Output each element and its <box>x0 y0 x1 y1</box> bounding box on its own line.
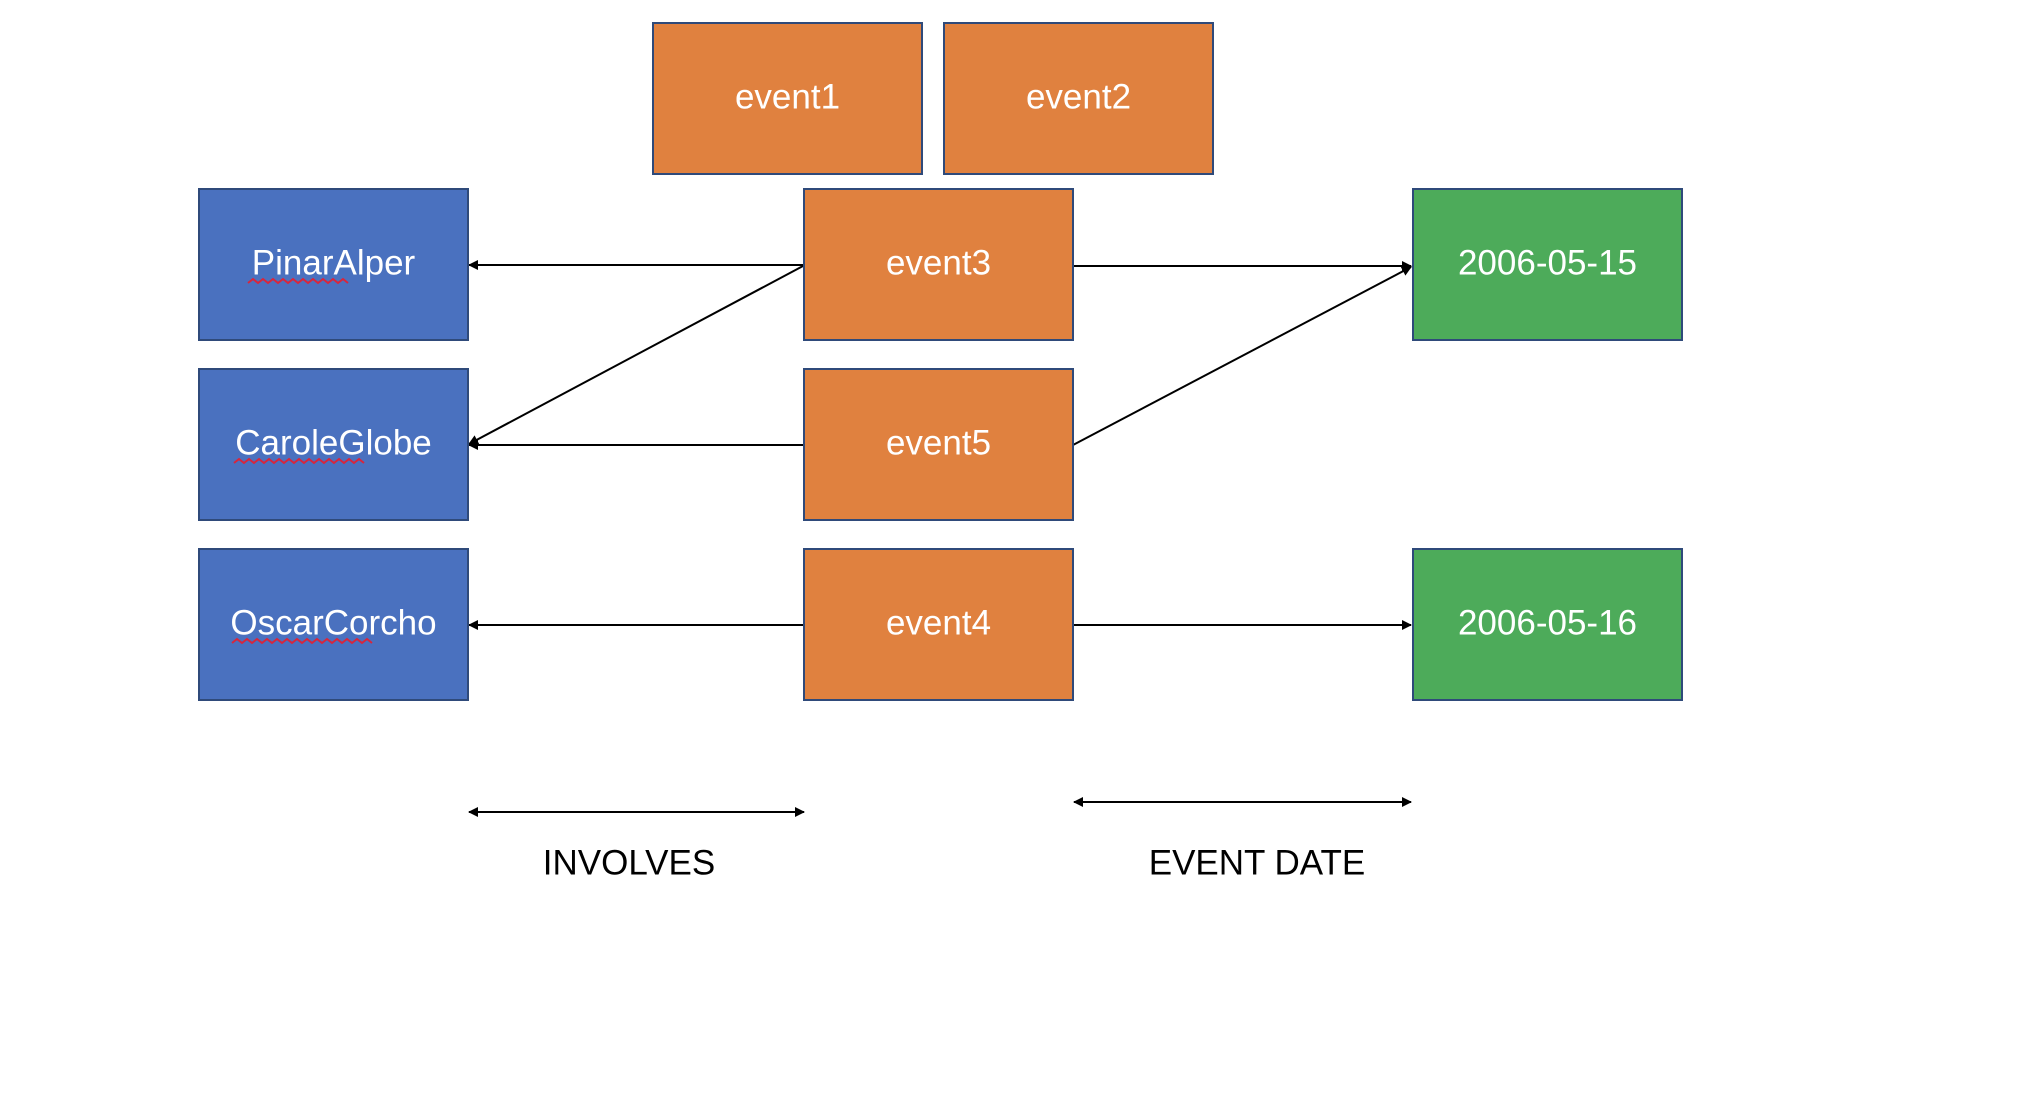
node-event2-label: event2 <box>1026 77 1131 116</box>
spellcheck-underline <box>233 457 365 465</box>
edge-event3-carole <box>468 265 804 445</box>
node-date16: 2006-05-16 <box>1412 548 1683 701</box>
edges <box>468 260 1412 630</box>
node-event3-box <box>803 188 1074 341</box>
node-date15: 2006-05-15 <box>1412 188 1683 341</box>
legend-involves: INVOLVES <box>468 807 805 882</box>
node-oscar-box <box>198 548 469 701</box>
node-event1-box <box>652 22 923 175</box>
spellcheck-underline <box>247 277 349 285</box>
node-event4: event4 <box>803 548 1074 701</box>
node-event3-label: event3 <box>886 243 991 282</box>
node-pinar: PinarAlper <box>198 188 469 341</box>
node-pinar-label: PinarAlper <box>252 243 416 282</box>
node-carole-box <box>198 368 469 521</box>
node-carole: CaroleGlobe <box>198 368 469 521</box>
node-oscar-label: OscarCorcho <box>230 603 436 642</box>
node-event1-label: event1 <box>735 77 840 116</box>
legend-event-date-label: EVENT DATE <box>1149 843 1366 882</box>
spellcheck-underline <box>231 637 373 645</box>
node-event1: event1 <box>652 22 923 175</box>
node-event5: event5 <box>803 368 1074 521</box>
node-carole-label: CaroleGlobe <box>235 423 432 462</box>
node-date15-box <box>1412 188 1683 341</box>
node-event5-box <box>803 368 1074 521</box>
node-event3: event3 <box>803 188 1074 341</box>
node-event5-label: event5 <box>886 423 991 462</box>
legend-involves-label: INVOLVES <box>543 843 715 882</box>
node-event4-label: event4 <box>886 603 991 642</box>
node-oscar: OscarCorcho <box>198 548 469 701</box>
node-event2: event2 <box>943 22 1214 175</box>
node-event2-box <box>943 22 1214 175</box>
node-date15-label: 2006-05-15 <box>1458 243 1637 282</box>
node-pinar-box <box>198 188 469 341</box>
node-date16-box <box>1412 548 1683 701</box>
legend-event-date: EVENT DATE <box>1073 797 1412 882</box>
node-date16-label: 2006-05-16 <box>1458 603 1637 642</box>
edge-event5-date15 <box>1072 266 1412 446</box>
node-event4-box <box>803 548 1074 701</box>
